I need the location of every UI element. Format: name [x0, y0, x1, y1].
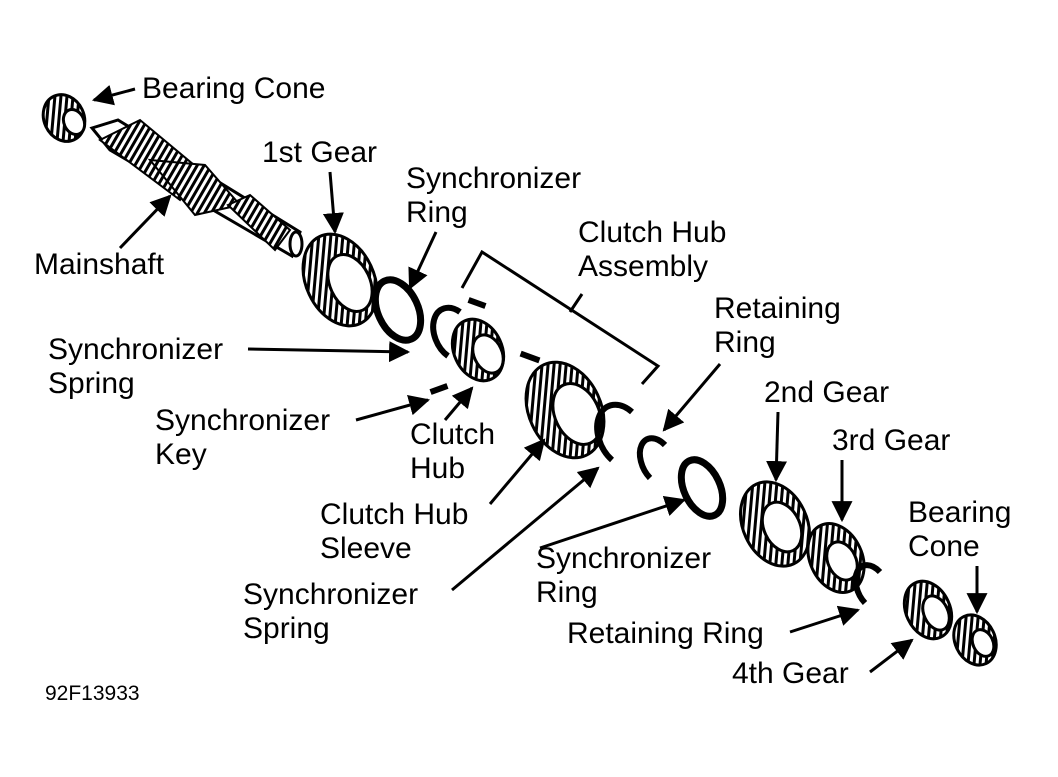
label-third-gear: 3rd Gear: [832, 424, 951, 457]
label-second-gear: 2nd Gear: [764, 376, 890, 409]
label-sync-spring-2-line1: Synchronizer: [243, 578, 419, 611]
label-clutch-hub-assembly: Clutch Hub Assembly: [578, 216, 726, 284]
label-sync-ring-1: Synchronizer Ring: [406, 162, 581, 230]
sync-spring-1-part: [430, 304, 462, 359]
sync-spring-2-part: [594, 401, 634, 463]
leader-first-gear: [322, 171, 344, 235]
figure-id: 92F13933: [45, 682, 140, 705]
sync-ring-2-part: [677, 456, 727, 520]
label-sync-ring-2: Synchronizer Ring: [536, 542, 711, 610]
leader-second-gear: [766, 411, 788, 483]
label-mainshaft: Mainshaft: [34, 248, 165, 281]
leader-bearing-cone-top: [91, 84, 136, 106]
clutch-hub-part: [450, 317, 506, 383]
label-bearing-cone-right: Bearing Cone: [908, 496, 1011, 564]
label-clutch-hub-line1: Clutch: [410, 418, 496, 451]
leader-sync-spring-1: [247, 341, 411, 363]
label-bearing-cone-right-line2: Cone: [908, 530, 980, 563]
sync-ring-1-part: [371, 276, 425, 344]
label-clutch-hub: Clutch Hub: [410, 418, 495, 486]
clutch-hub-assembly-bracket-tick: [568, 293, 584, 313]
label-clutch-hub-line2: Hub: [410, 452, 466, 485]
label-fourth-gear: 4th Gear: [732, 657, 849, 690]
first-gear-part: [301, 232, 379, 328]
label-sync-spring-1-line2: Spring: [48, 367, 135, 400]
label-bearing-cone-right-line1: Bearing: [908, 496, 1012, 529]
label-clutch-hub-sleeve-line2: Sleeve: [320, 532, 412, 565]
label-clutch-hub-sleeve: Clutch Hub Sleeve: [320, 498, 468, 566]
label-first-gear: 1st Gear: [262, 136, 378, 169]
label-sync-spring-1: Synchronizer Spring: [48, 333, 223, 401]
leader-lines: [91, 84, 988, 674]
leader-fourth-gear: [869, 638, 914, 674]
label-retaining-ring-1: Retaining Ring: [714, 292, 841, 360]
leader-sync-key: [355, 394, 431, 422]
leader-sync-ring-1: [408, 231, 438, 290]
label-clutch-hub-assembly-line2: Assembly: [578, 250, 709, 283]
label-sync-spring-2-line2: Spring: [243, 612, 330, 645]
label-retaining-ring-2: Retaining Ring: [567, 617, 764, 650]
third-gear-part: [806, 522, 866, 594]
retaining-ring-2-part: [852, 562, 883, 606]
sync-key-part-c: [519, 350, 541, 364]
fourth-gear-part: [902, 579, 954, 641]
clutch-hub-sleeve-part: [524, 360, 606, 460]
second-gear-part: [739, 480, 811, 568]
label-clutch-hub-assembly-line1: Clutch Hub: [578, 216, 727, 249]
bearing-cone-top-part: [41, 93, 87, 143]
bearing-cone-right-part: [952, 613, 998, 667]
label-sync-ring-2-line2: Ring: [536, 576, 598, 609]
leader-retaining-ring-1: [662, 363, 722, 432]
label-sync-spring-1-line1: Synchronizer: [48, 333, 224, 366]
mainshaft-part: [89, 118, 304, 259]
label-sync-ring-2-line1: Synchronizer: [536, 542, 712, 575]
label-sync-ring-1-line2: Ring: [406, 196, 468, 229]
leader-retaining-ring-2: [789, 605, 860, 634]
label-sync-key-line2: Key: [155, 438, 207, 471]
label-sync-key-line1: Synchronizer: [155, 404, 331, 437]
label-clutch-hub-sleeve-line1: Clutch Hub: [320, 498, 469, 531]
sync-key-part-b: [429, 383, 449, 395]
leader-sync-spring-2: [451, 466, 600, 592]
label-bearing-cone-top: Bearing Cone: [142, 72, 326, 105]
label-sync-spring-2: Synchronizer Spring: [243, 578, 418, 646]
sync-key-part-a: [467, 297, 487, 309]
label-sync-key: Synchronizer Key: [155, 404, 330, 472]
leader-sync-ring-2: [539, 496, 686, 550]
retaining-ring-1-part: [636, 435, 668, 481]
label-sync-ring-1-line1: Synchronizer: [406, 162, 582, 195]
leader-clutch-hub: [443, 386, 474, 421]
leader-mainshaft: [118, 194, 172, 250]
leader-clutch-hub-sleeve: [488, 438, 546, 505]
clutch-hub-assembly-bracket: [460, 249, 661, 385]
label-retaining-ring-1-line2: Ring: [714, 326, 776, 359]
label-retaining-ring-1-line1: Retaining: [714, 292, 841, 325]
